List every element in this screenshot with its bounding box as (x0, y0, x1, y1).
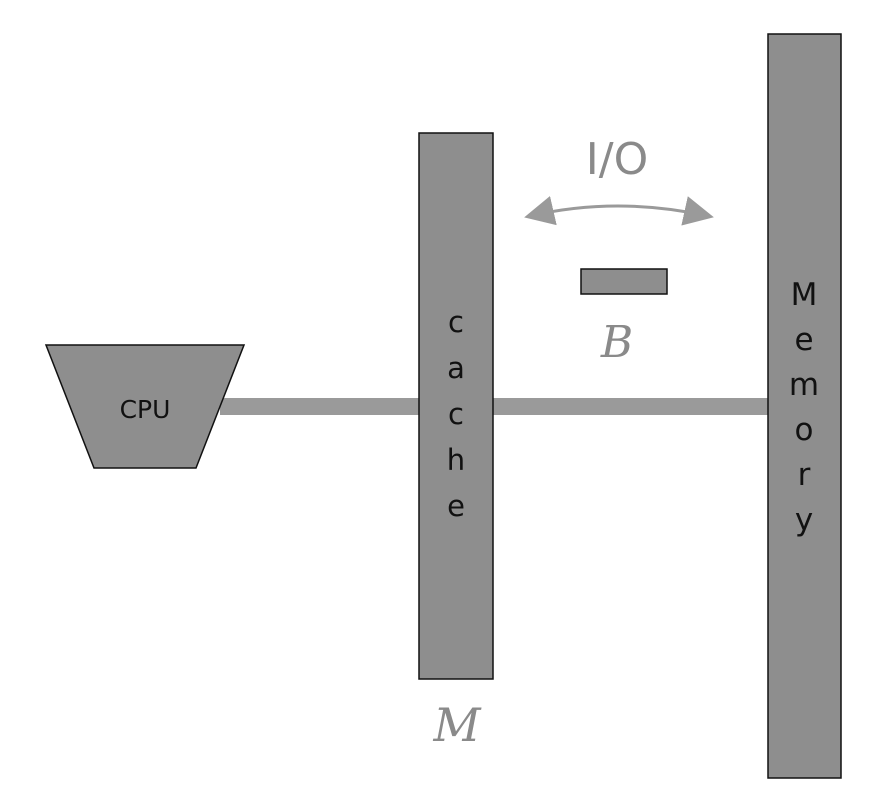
vertical-letter: e (794, 322, 813, 358)
cpu-shape (44, 344, 246, 469)
vertical-letter: c (448, 305, 464, 339)
io-label: I/O (586, 134, 648, 185)
vertical-letter: a (447, 351, 465, 385)
cpu-unit: CPU (44, 344, 246, 469)
vertical-letter: y (795, 502, 813, 538)
vertical-letter: m (789, 367, 819, 403)
vertical-letter: M (791, 277, 818, 313)
memory-bar (767, 33, 842, 779)
cpu-label: CPU (120, 395, 171, 424)
block-rect (580, 268, 668, 295)
vertical-letter: o (795, 412, 814, 448)
block-size-label: B (600, 317, 633, 368)
vertical-letter: c (448, 397, 464, 431)
system-bus (220, 398, 768, 415)
block: B (580, 268, 668, 368)
io-transfer: I/O (524, 134, 714, 226)
cache-size-label: M (432, 698, 482, 752)
vertical-letter: e (447, 489, 465, 523)
vertical-letter: r (798, 457, 811, 493)
vertical-letter: h (447, 443, 465, 477)
io-double-arrow (524, 196, 714, 226)
cache-bar (418, 132, 494, 680)
